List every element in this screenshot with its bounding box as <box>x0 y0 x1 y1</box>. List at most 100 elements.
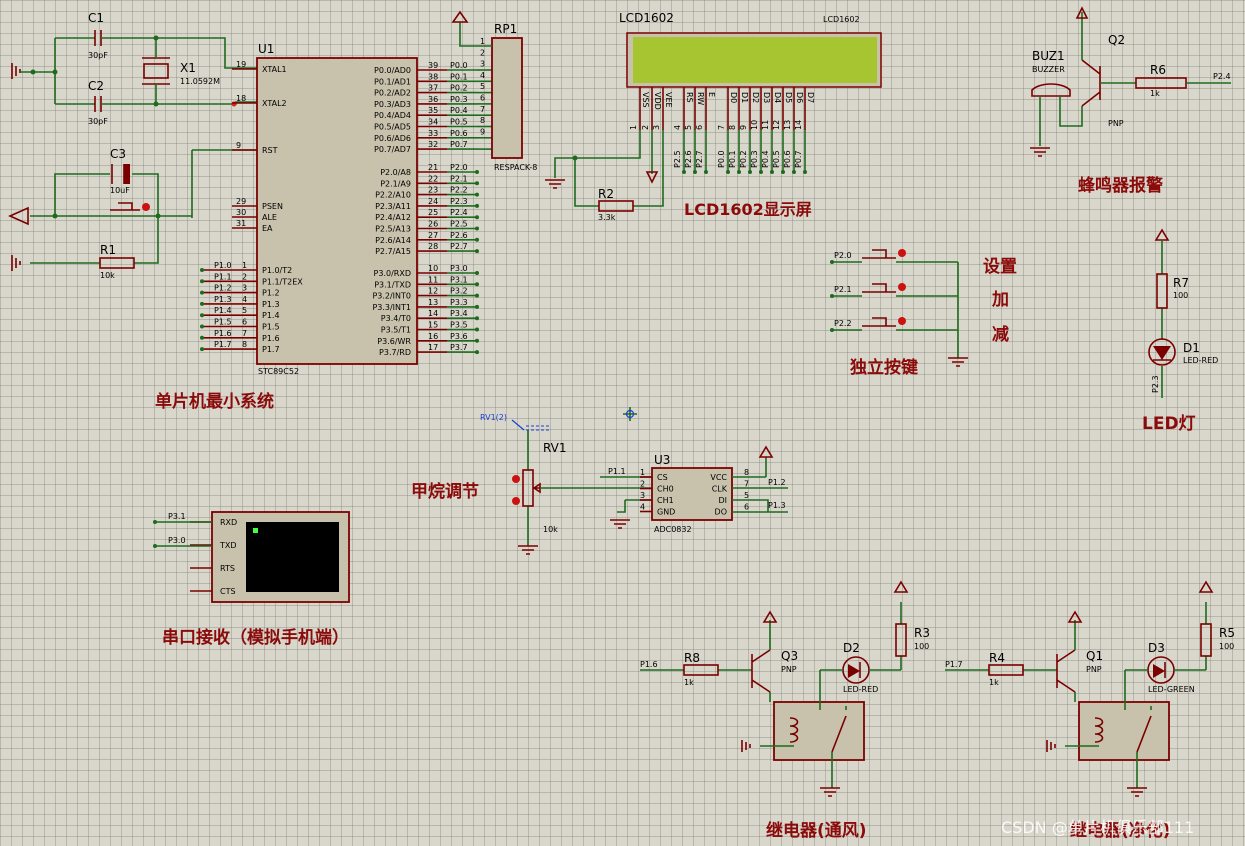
lcd-pin-number: 2 <box>641 125 650 130</box>
rp1-pin-number: 4 <box>480 71 485 80</box>
u1-right-pin-number: 15 <box>428 321 438 330</box>
junction <box>475 327 479 332</box>
caption-relay-purification: 继电器(净化) <box>1070 820 1171 841</box>
junction <box>792 170 796 174</box>
junction <box>781 170 785 174</box>
lcd-pin-name: D1 <box>740 92 749 103</box>
caption-buzzer: 蜂鸣器报警 <box>1078 175 1163 196</box>
u1-pin-number: 30 <box>236 208 246 217</box>
rp1-pin-number: 6 <box>480 94 485 103</box>
lcd-net-label: P2.7 <box>695 150 704 168</box>
u1-right-pin-number: 26 <box>428 220 438 229</box>
lcd-pin-name: D0 <box>729 92 738 103</box>
c1-value: 30pF <box>88 51 108 60</box>
junction <box>475 237 479 242</box>
u1-right-pin-number: 27 <box>428 231 438 240</box>
u1-right-pin-name: P3.2/INT0 <box>372 292 411 301</box>
r4-value: 1k <box>989 678 999 687</box>
junction <box>475 170 479 174</box>
u1-p1-pin-number: 6 <box>242 318 247 327</box>
u1-right-net: P2.0 <box>450 163 468 172</box>
net-p16: P1.6 <box>640 660 658 669</box>
u1-p1-pin-name: P1.2 <box>262 289 280 298</box>
keys-circuit: P2.0P2.1P2.2 <box>830 249 968 367</box>
key-net-label: P2.2 <box>834 319 852 328</box>
lcd-pin-number: 7 <box>717 125 726 130</box>
lcd-net-label: P0.2 <box>739 150 748 168</box>
junction <box>475 226 479 231</box>
junction <box>748 170 752 174</box>
u1-right-pin-number: 11 <box>428 275 438 284</box>
lcd-net-label: P2.6 <box>684 150 693 168</box>
lcd-label: LCD1602 <box>619 11 674 25</box>
rp1-pin-number: 5 <box>480 82 485 91</box>
u1-right-pin-number: 33 <box>428 129 438 138</box>
u1-p1-pin-number: 4 <box>242 295 247 304</box>
r1-label: R1 <box>100 243 116 257</box>
u1-right-pin-number: 34 <box>428 118 438 127</box>
u1-p1-net: P1.1 <box>214 272 232 281</box>
u1-right-pin-name: P3.6/WR <box>377 337 411 346</box>
u1-right-net: P3.3 <box>450 298 468 307</box>
rp1-part: RESPACK-8 <box>494 163 537 172</box>
lcd-pin-number: 12 <box>772 120 781 130</box>
u1-right-net: P0.2 <box>450 84 468 93</box>
q3-label: Q3 <box>781 649 798 663</box>
caption-relay-ventilation: 继电器(通风) <box>766 820 867 841</box>
u1-right-pin-name: P3.4/T0 <box>381 314 411 323</box>
u1-p1-net: P1.2 <box>214 284 232 293</box>
d1-type: LED-RED <box>1183 356 1218 365</box>
junction <box>693 170 697 174</box>
lcd-pin-name: D2 <box>751 92 760 103</box>
u1-right-pin-number: 22 <box>428 174 438 183</box>
terminal-pin-name: RXD <box>220 518 237 527</box>
lcd-pin-name: D6 <box>795 92 804 103</box>
junction <box>475 181 479 186</box>
key-indicator <box>898 249 906 257</box>
lcd-pin-name: VEE <box>664 92 673 108</box>
net-p12: P1.2 <box>768 478 786 487</box>
u1-pin-number: 29 <box>236 197 246 206</box>
u1-label: U1 <box>258 42 274 56</box>
u1-right-net: P0.0 <box>450 61 468 70</box>
u1-right-net: P3.6 <box>450 332 468 341</box>
r8-value: 1k <box>684 678 694 687</box>
u1-right-pin-number: 37 <box>428 84 438 93</box>
junction <box>200 290 204 295</box>
u3-pin-name: CS <box>657 473 668 482</box>
u1-right-pin-name: P0.5/AD5 <box>374 123 411 132</box>
q3-type: PNP <box>781 665 797 674</box>
junction <box>726 170 730 174</box>
r7-value: 100 <box>1173 291 1188 300</box>
r7-label: R7 <box>1173 276 1189 290</box>
junction <box>830 294 834 298</box>
lcd-pin-number: 3 <box>652 125 661 130</box>
u1-right-pin-name: P3.7/RD <box>379 348 411 357</box>
u1-right-net: P3.4 <box>450 309 468 318</box>
key-net-label: P2.1 <box>834 285 852 294</box>
u1-p1-pin-name: P1.4 <box>262 311 280 320</box>
u1-right-net: P0.4 <box>450 106 468 115</box>
led-d1-circuit: R7 100 D1 LED-RED P2.3 <box>1148 228 1218 398</box>
u3-pin-number: 4 <box>640 503 645 512</box>
junction <box>830 328 834 332</box>
r3-label: R3 <box>914 626 930 640</box>
u1-p1-pin-number: 2 <box>242 272 247 281</box>
u1-p1-pin-name: P1.7 <box>262 345 280 354</box>
u1-pin-number: 18 <box>236 94 246 103</box>
junction <box>475 192 479 197</box>
u1-right-pin-number: 21 <box>428 163 438 172</box>
caption-serial: 串口接收（模拟手机端） <box>162 627 349 648</box>
u1-right-net: P2.6 <box>450 231 468 240</box>
u1-right-pin-name: P2.0/A8 <box>380 168 411 177</box>
r3-value: 100 <box>914 642 929 651</box>
rp1-pin-number: 8 <box>480 116 485 125</box>
u1-pin-name: XTAL2 <box>262 99 287 108</box>
u1-p1-pin-number: 7 <box>242 329 247 338</box>
net-p23: P2.3 <box>1151 375 1160 393</box>
lcd-pin-number: 13 <box>783 120 792 130</box>
junction <box>200 347 204 352</box>
u1-right-net: P0.6 <box>450 129 468 138</box>
u3-pin-name: CLK <box>712 485 728 494</box>
